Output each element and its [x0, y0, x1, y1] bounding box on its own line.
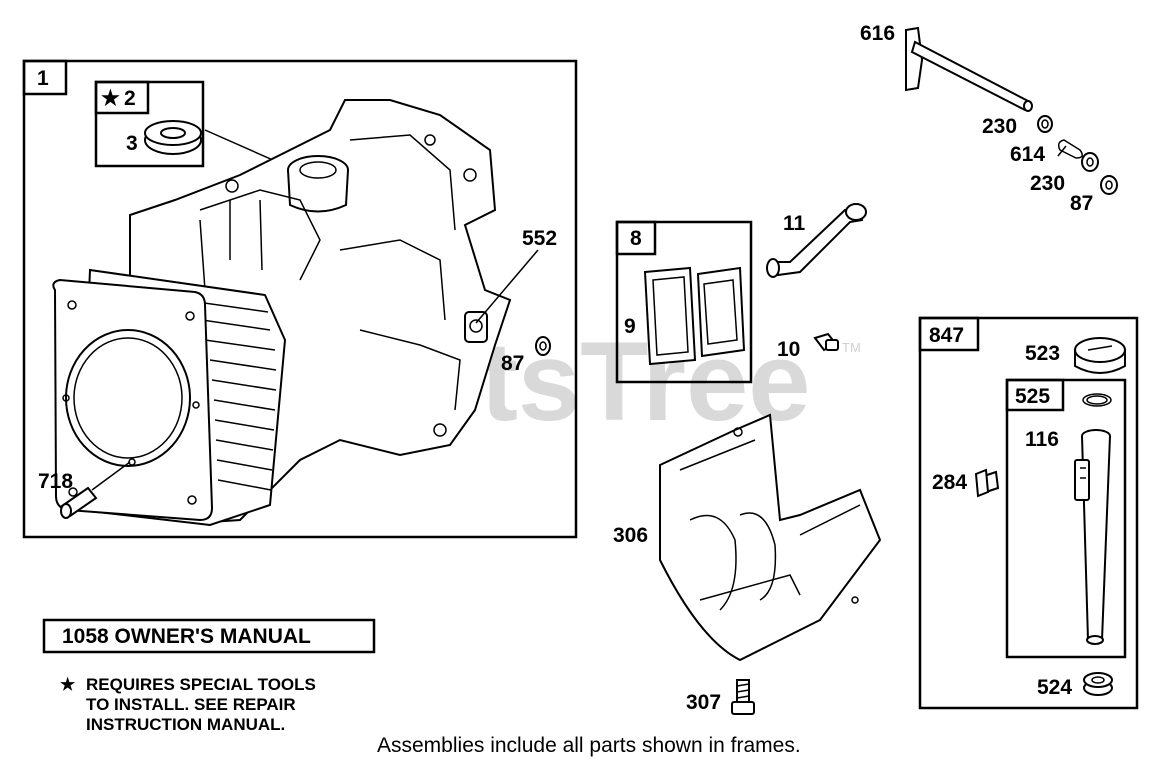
breather-tube-part-11: [766, 203, 867, 278]
callout-10: 10: [777, 338, 800, 361]
callout-718: 718: [38, 470, 73, 493]
note-line-3: INSTRUCTION MANUAL.: [86, 715, 285, 734]
note-star: ★: [60, 675, 76, 694]
cylinder-shield-part-306: [659, 413, 882, 662]
callout-87-b: 87: [1070, 192, 1093, 215]
frame-1: 1: [22, 59, 578, 539]
callout-614: 614: [1010, 143, 1045, 166]
trademark: TM: [842, 340, 861, 355]
frame-847-label: 847: [929, 324, 964, 347]
callout-284: 284: [932, 471, 967, 494]
callout-3: 3: [126, 132, 138, 155]
note-line-2: TO INSTALL. SEE REPAIR: [86, 695, 296, 714]
callout-230-b: 230: [1030, 172, 1065, 195]
washer-part-87-b: [1100, 175, 1118, 195]
washer-part-87: [535, 336, 551, 356]
callout-552: 552: [522, 227, 557, 250]
governor-shaft-part-616: [905, 26, 1033, 112]
callout-116: 116: [1025, 428, 1059, 451]
callout-616: 616: [860, 22, 895, 45]
cap-part-523: [1074, 337, 1126, 374]
frame-525-label: 525: [1015, 385, 1050, 408]
callout-230-a: 230: [982, 115, 1017, 138]
frame-2-label: 2: [124, 87, 136, 110]
callout-307: 307: [686, 691, 721, 714]
seal-part-3: [144, 120, 202, 155]
frame-847: 847: [918, 316, 1139, 710]
dowel-pin-part-718: [60, 486, 98, 519]
frame-525: 525: [1005, 378, 1127, 659]
footer-caption: Assemblies include all parts shown in fr…: [377, 734, 801, 757]
dipstick-tube-part-525: [1074, 429, 1111, 645]
callout-87: 87: [501, 352, 524, 375]
owners-manual-box: 1058 OWNER'S MANUAL: [42, 618, 376, 654]
callout-524: 524: [1037, 676, 1072, 699]
callout-523: 523: [1025, 342, 1060, 365]
washer-part-230-b: [1081, 152, 1099, 172]
gasket-part-9: [643, 266, 746, 366]
frame-8-label: 8: [630, 227, 642, 250]
owners-manual-label: 1058 OWNER'S MANUAL: [62, 625, 311, 648]
screw-part-10: [813, 332, 839, 352]
callout-11: 11: [783, 212, 806, 235]
clip-part-614: [1057, 139, 1083, 159]
cylinder-block-part-1: [52, 99, 512, 527]
grommet-part-524: [1083, 672, 1113, 696]
screw-part-284: [974, 468, 1000, 498]
frame-2: ★ 2: [94, 80, 205, 168]
note-line-1: REQUIRES SPECIAL TOOLS: [86, 675, 316, 694]
callout-9: 9: [624, 315, 636, 338]
screw-part-307: [731, 679, 755, 715]
frame-1-label: 1: [37, 67, 49, 90]
washer-part-230-a: [1037, 115, 1053, 133]
special-tool-star: ★: [101, 87, 120, 110]
frame-8: 8: [615, 220, 753, 384]
callout-306: 306: [613, 524, 648, 547]
o-ring-part-116: [1082, 393, 1112, 407]
